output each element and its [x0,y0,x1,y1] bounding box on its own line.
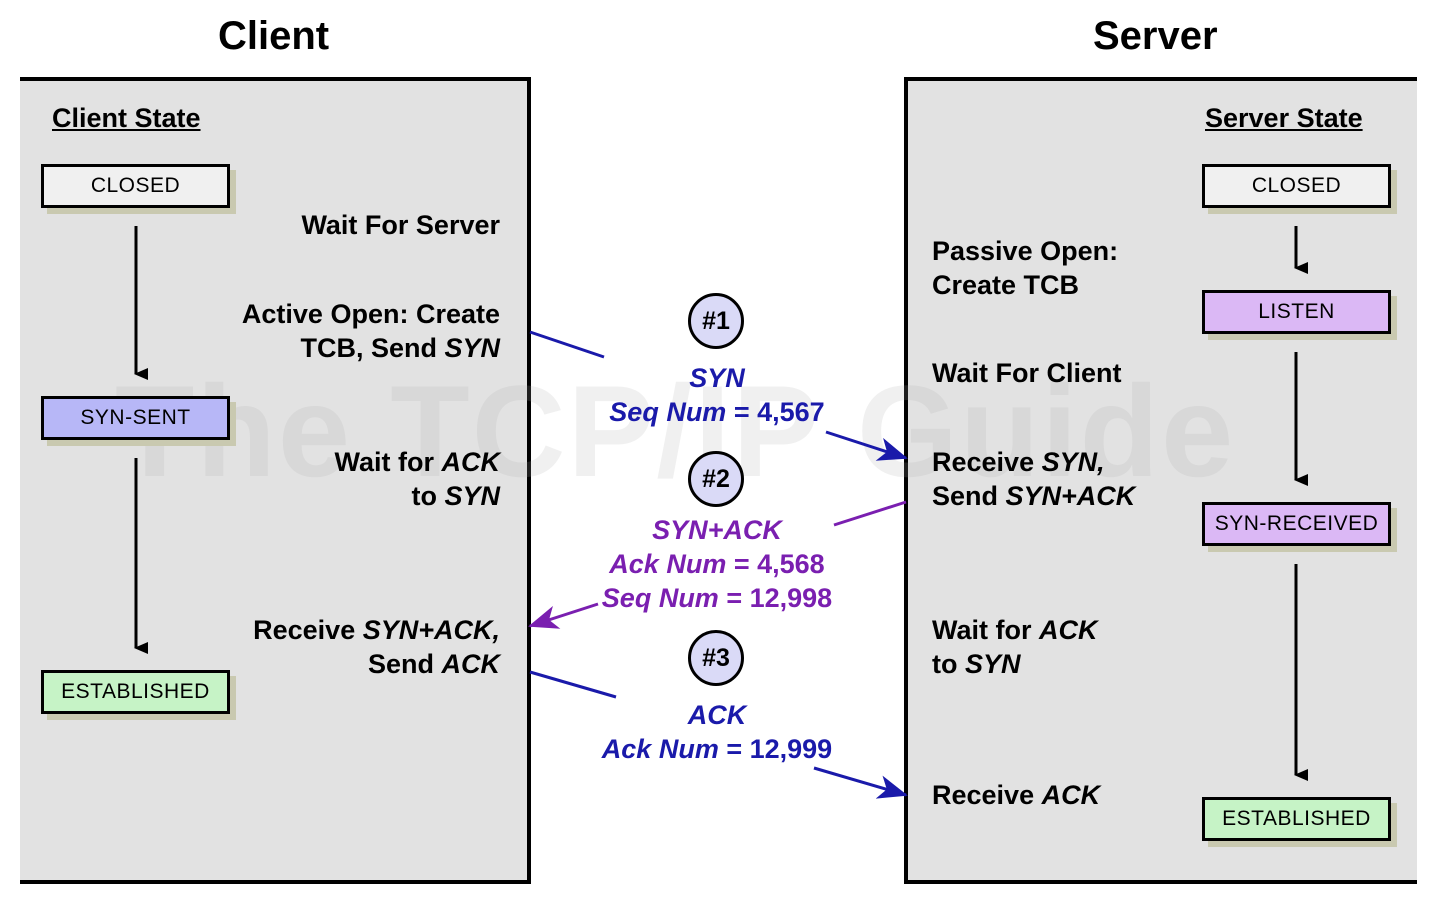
client-wait-ack-syn: SYN [444,481,500,511]
server-panel [904,77,1417,884]
packet1-field-label: Seq Num [609,397,727,427]
client-wait-ack-text: Wait for [334,447,442,477]
server-recv-ack-ack: ACK [1041,780,1101,810]
server-label-recv-syn-line2: Send SYN+ACK [932,479,1135,513]
server-label-recv-syn: Receive SYN, Send SYN+ACK [932,445,1135,513]
packet1-field: Seq Num = 4,567 [567,395,867,429]
server-state-established: ESTABLISHED [1202,797,1391,841]
packet3-info: ACK Ack Num = 12,999 [567,698,867,766]
server-label-recv-ack: Receive ACK [932,778,1100,812]
client-recv-synack: SYN+ACK, [362,615,500,645]
server-recv-ack-text: Receive [932,780,1042,810]
client-label-active-open-syn: SYN [444,333,500,363]
client-state-established: ESTABLISHED [41,670,230,714]
client-label-active-open-text: TCB, Send [300,333,445,363]
client-label-active-open-line1: Active Open: Create [241,299,500,329]
server-label-passive-open-line1: Passive Open: [932,236,1119,266]
client-label-wait-server: Wait For Server [301,210,500,240]
packet2-seq-value: = 12,998 [726,583,833,613]
packet1-badge: #1 [688,293,744,349]
client-state-closed: CLOSED [41,164,230,208]
packet1-info: SYN Seq Num = 4,567 [567,361,867,429]
server-label-passive-open-line2: Create TCB [932,270,1080,300]
client-label-wait-ack: Wait for ACK to SYN [200,445,501,513]
packet2-ack-label: Ack Num [609,549,727,579]
server-label-recv-syn-line1: Receive SYN, [932,445,1135,479]
server-recv-text: Receive [932,447,1042,477]
client-state-syn-sent: SYN-SENT [41,396,230,440]
client-panel [20,77,531,884]
packet3-badge: #3 [688,630,744,686]
server-wait-ack-syn: SYN [965,649,1021,679]
server-label-wait-ack: Wait for ACK to SYN [932,613,1098,681]
client-label-active-open: Active Open: Create TCB, Send SYN [160,297,500,365]
server-label-wait-ack-line2: to SYN [932,647,1098,681]
server-label-wait-client: Wait For Client [932,358,1122,388]
packet3-name: ACK [687,700,747,730]
packet1-name: SYN [689,363,745,393]
server-state-closed: CLOSED [1202,164,1391,208]
packet2-seq-label: Seq Num [601,583,719,613]
client-title: Client [218,14,330,58]
client-label-recv-synack: Receive SYN+ACK, Send ACK [160,613,500,681]
server-state-syn-received: SYN-RECEIVED [1202,502,1391,546]
client-label-wait-ack-line2: to SYN [200,479,500,513]
server-title: Server [1093,14,1218,58]
server-label-passive-open: Passive Open: Create TCB [932,234,1118,302]
server-send-synack: SYN+ACK [1005,481,1136,511]
watermark: The TCP/IP Guide [115,358,1236,504]
client-wait-ack-to: to [411,481,445,511]
client-state-header: Client State [52,103,201,133]
packet1-arrow [825,430,908,461]
packet2-line-start [833,500,907,527]
packet2-name: SYN+ACK [652,515,782,545]
client-label-recv-synack-line1: Receive SYN+ACK, [160,613,500,647]
client-label-recv-synack-line2: Send ACK [160,647,500,681]
packet2-badge: #2 [688,451,744,507]
packet2-ack-value: = 4,568 [733,549,825,579]
server-send-text: Send [932,481,1006,511]
packet2-arrow [528,602,599,629]
packet2-field-ack: Ack Num = 4,568 [567,547,867,581]
packet3-field-value: = 12,999 [726,734,833,764]
client-recv-text: Receive [253,615,363,645]
server-wait-ack-ack: ACK [1039,615,1098,645]
server-wait-ack-text: Wait for [932,615,1039,645]
packet3-arrow [813,766,908,799]
server-label-wait-ack-line1: Wait for ACK [932,613,1098,647]
client-send-text: Send [367,649,442,679]
packet3-line-start [529,670,617,699]
client-wait-ack-ack: ACK [441,447,501,477]
client-label-active-open-line2: TCB, Send SYN [160,331,500,365]
packet2-field-seq: Seq Num = 12,998 [567,581,867,615]
packet1-field-value: = 4,567 [733,397,825,427]
packet3-field-label: Ack Num [601,734,719,764]
client-label-wait-ack-line1: Wait for ACK [200,445,501,479]
server-state-header: Server State [1205,103,1363,133]
server-state-listen: LISTEN [1202,290,1391,334]
server-recv-syn: SYN, [1041,447,1105,477]
server-wait-ack-to: to [932,649,965,679]
packet3-field: Ack Num = 12,999 [567,732,867,766]
client-send-ack: ACK [441,649,501,679]
packet1-line-start [529,330,605,359]
packet2-info: SYN+ACK Ack Num = 4,568 Seq Num = 12,998 [567,513,867,615]
